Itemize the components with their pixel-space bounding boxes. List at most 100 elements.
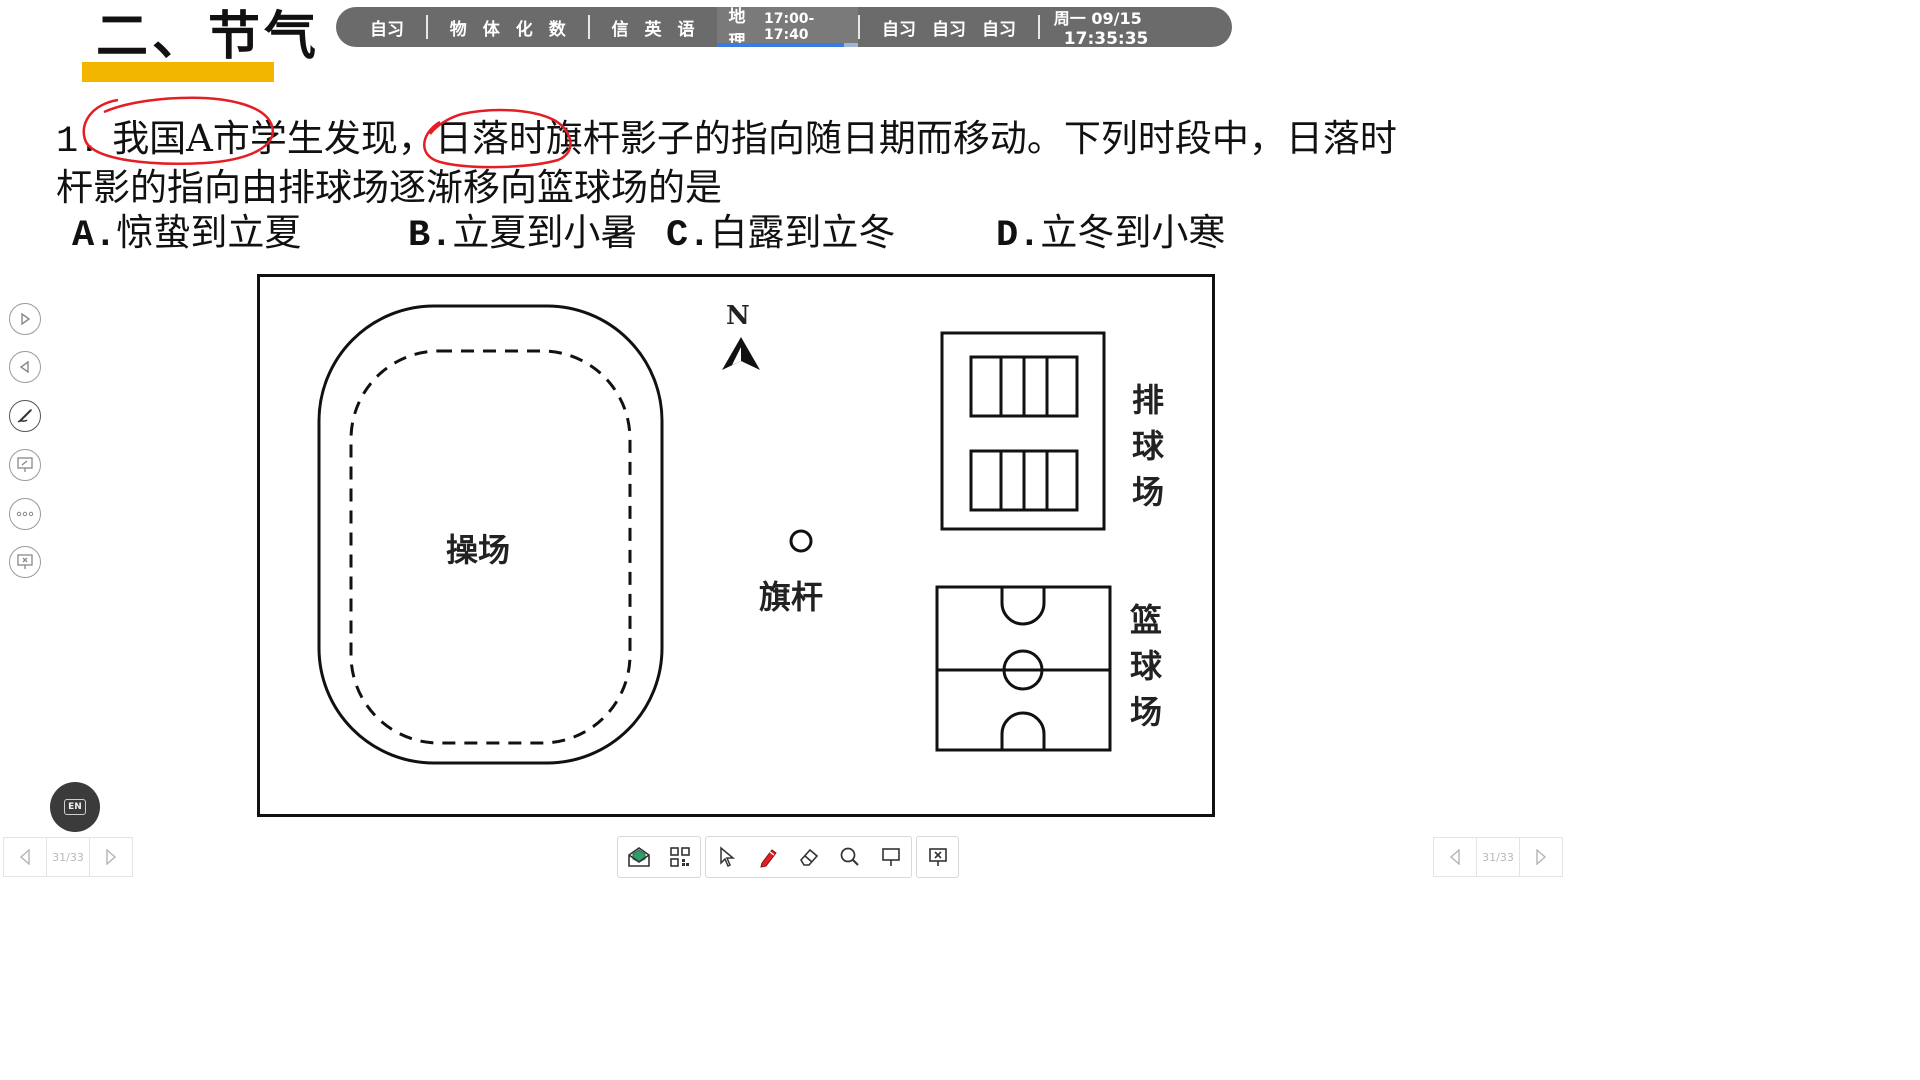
option-letter: B. (408, 215, 453, 257)
option-letter: D. (996, 215, 1041, 257)
schedule-item-label: 化 (515, 19, 533, 40)
schedule-item: 自习 (336, 7, 426, 47)
schedule-item-label: 自习 (932, 19, 967, 40)
schedule-divider (587, 15, 590, 39)
play-icon (21, 312, 31, 326)
volleyball-court (940, 331, 1106, 531)
question-number: 1. (56, 121, 101, 163)
label-char: 场 (1131, 473, 1164, 511)
flagpole-icon (789, 529, 813, 553)
page-nav-right: 31/33 (1433, 837, 1563, 877)
schedule-item-label: 自习 (982, 19, 1017, 40)
whiteboard-button[interactable] (9, 449, 41, 481)
option-c: C.白露到立冬 (666, 210, 895, 259)
current-class: 地理 17:00-17:40 (716, 7, 859, 47)
chevron-left-icon (1449, 849, 1460, 865)
question-text: 我国A市学生发现，日落时旗杆影子的指向随日期而移动。下列时段中，日落时杆影的指向… (56, 117, 1397, 209)
question-stem: 1. 我国A市学生发现，日落时旗杆影子的指向随日期而移动。下列时段中，日落时杆影… (56, 116, 1416, 211)
current-class-subject: 地理 (728, 7, 746, 47)
option-text: 立夏到小暑 (452, 211, 638, 254)
chevron-right-icon (1536, 849, 1547, 865)
page-indicator[interactable]: 31/33 (1476, 837, 1520, 877)
pen-edit-icon (17, 409, 32, 423)
label-char: 球 (1129, 647, 1162, 685)
pen-mode-button[interactable] (9, 400, 41, 432)
volleyball-court-label: 排 球 场 (1128, 377, 1168, 515)
envelope-box-icon (627, 847, 650, 867)
schedule-group-sciences: 物 体 化 数 (428, 7, 588, 47)
option-text: 立冬到小寒 (1040, 211, 1226, 254)
basketball-court (935, 585, 1112, 752)
label-char: 篮 (1129, 601, 1162, 639)
north-arrow-icon (722, 337, 760, 370)
option-b: B.立夏到小暑 (408, 210, 637, 259)
playground-label: 操场 (446, 531, 511, 569)
next-page-button[interactable] (89, 837, 133, 877)
playground-outline (317, 304, 664, 765)
slide-title: 二、节气 (96, 7, 321, 67)
page-indicator[interactable]: 31/33 (46, 837, 90, 877)
date-label: 周一 09/15 (1053, 9, 1142, 28)
schedule-divider (426, 15, 428, 39)
page-nav-left: 31/33 (3, 837, 133, 877)
search-icon (840, 847, 859, 866)
class-schedule-bar: 自习 物 体 化 数 信 英 语 地理 17:00-17:40 自习 自习 自习… (336, 7, 1232, 47)
resource-library-button[interactable] (618, 837, 659, 877)
chevron-right-icon (106, 849, 117, 865)
schedule-item-label: 数 (548, 19, 566, 40)
more-options-button[interactable] (9, 498, 41, 530)
eraser-icon (799, 848, 818, 866)
previous-page-button[interactable] (1433, 837, 1477, 877)
schedule-group-languages: 信 英 语 (590, 7, 717, 47)
basketball-court-label: 篮 球 场 (1126, 597, 1166, 735)
language-toggle-button[interactable]: EN (50, 782, 100, 832)
exit-slideshow-button[interactable] (917, 837, 958, 877)
more-dots-icon (16, 511, 34, 517)
schedule-group-evening: 自习 自习 自习 (860, 7, 1038, 47)
schedule-divider (858, 15, 861, 39)
play-forward-button[interactable] (9, 303, 41, 335)
schedule-item-label: 自习 (882, 19, 917, 40)
toolbar-group-exit (916, 836, 959, 878)
school-map-diagram: N 操场 旗杆 排 球 场 篮 球 场 (257, 274, 1215, 817)
chevron-left-icon (19, 849, 30, 865)
label-char: 排 (1131, 381, 1164, 419)
current-class-time: 17:00-17:40 (763, 11, 815, 43)
board-pen-icon (17, 457, 33, 472)
option-letter: C. (666, 215, 711, 257)
pen-tool-button[interactable] (747, 837, 788, 877)
cursor-icon (719, 846, 735, 868)
label-char: 球 (1131, 427, 1164, 465)
schedule-item-label: 信 (611, 19, 629, 40)
qr-code-button[interactable] (659, 837, 700, 877)
magnifier-tool-button[interactable] (829, 837, 870, 877)
option-a: A.惊蛰到立夏 (72, 210, 301, 259)
schedule-item-label: 自习 (370, 19, 404, 40)
running-track (349, 349, 632, 745)
clock-label: 17:35:35 (1063, 29, 1149, 47)
whiteboard-tool-button[interactable] (870, 837, 911, 877)
schedule-item-label: 语 (677, 19, 695, 40)
eraser-tool-button[interactable] (788, 837, 829, 877)
previous-page-button[interactable] (3, 837, 47, 877)
exit-screen-icon (928, 848, 947, 866)
language-label: EN (64, 799, 86, 815)
end-presentation-button[interactable] (9, 546, 41, 578)
toolbar-group-resources (617, 836, 701, 878)
school-map-drawing (317, 304, 1112, 765)
select-tool-button[interactable] (706, 837, 747, 877)
title-underline (82, 62, 274, 82)
schedule-item-label: 英 (644, 19, 662, 40)
play-back-button[interactable] (9, 351, 41, 383)
board-icon (881, 848, 900, 866)
class-progress-bar (716, 43, 859, 47)
class-progress-fill (716, 43, 845, 47)
schedule-divider (1038, 15, 1040, 39)
toolbar-group-tools (705, 836, 912, 878)
red-pen-icon (759, 849, 777, 868)
close-screen-icon (17, 554, 33, 569)
option-letter: A. (72, 215, 117, 257)
option-text: 白露到立冬 (710, 211, 896, 254)
schedule-item-label: 体 (482, 19, 500, 40)
next-page-button[interactable] (1519, 837, 1563, 877)
